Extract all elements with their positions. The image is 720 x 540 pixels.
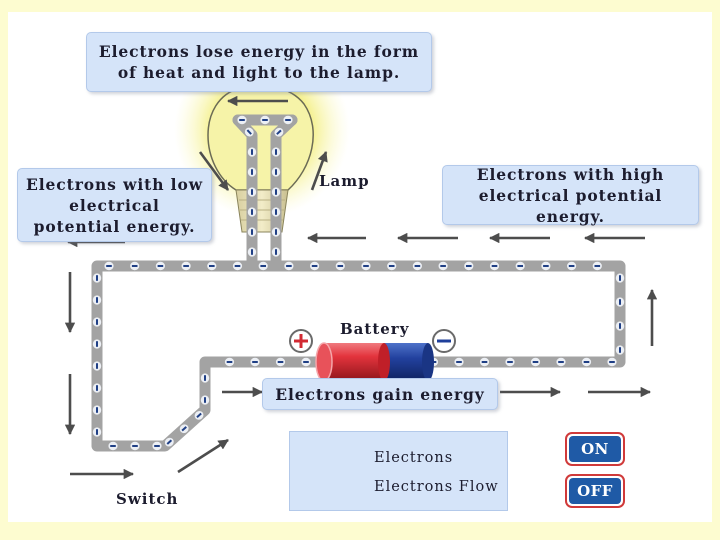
- electron-marker: [152, 441, 162, 451]
- electron-marker: [130, 441, 140, 451]
- electron-marker: [505, 357, 515, 367]
- flow-arrow-icon: [198, 151, 230, 191]
- electron-marker: [232, 261, 243, 271]
- electron-marker: [284, 261, 294, 271]
- electron-marker: [155, 261, 165, 271]
- electron-marker: [200, 373, 210, 383]
- electron-marker: [530, 357, 541, 367]
- electron-marker: [164, 437, 174, 447]
- off-button[interactable]: OFF: [565, 474, 625, 508]
- electron-marker: [271, 167, 281, 177]
- battery: [315, 342, 434, 382]
- electron-marker: [412, 261, 422, 271]
- electron-marker: [224, 357, 235, 367]
- electron-marker: [179, 424, 189, 434]
- electron-marker: [271, 187, 281, 197]
- electron-marker: [258, 261, 268, 271]
- lamp-label: Lamp: [319, 172, 370, 190]
- electron-marker: [515, 261, 525, 271]
- electron-marker: [247, 187, 257, 197]
- electron-marker: [607, 357, 617, 367]
- electron-marker: [274, 127, 284, 137]
- flow-arrows: [64, 95, 658, 480]
- negative-terminal-icon: [432, 329, 456, 353]
- electron-marker: [361, 261, 371, 271]
- electron-marker: [271, 147, 281, 157]
- electron-marker: [615, 345, 625, 355]
- electron-marker: [310, 261, 320, 271]
- flow-arrow-icon: [310, 151, 328, 191]
- electron-marker: [275, 357, 286, 367]
- electron-marker: [283, 115, 293, 125]
- legend-flow-label: Electrons Flow: [374, 479, 499, 495]
- electron-marker: [464, 261, 474, 271]
- electron-marker: [271, 207, 281, 217]
- electron-marker: [247, 147, 257, 157]
- lamp-energy-callout: Electrons lose energy in the form of hea…: [86, 32, 432, 92]
- electron-marker: [237, 115, 247, 125]
- switch-label: Switch: [116, 490, 179, 508]
- battery-label: Battery: [340, 320, 410, 338]
- high-potential-callout: Electrons with high electrical potential…: [442, 165, 699, 226]
- battery-red-cell: [324, 343, 384, 381]
- electron-marker: [271, 227, 281, 237]
- electron-marker: [567, 261, 577, 271]
- electron-marker: [247, 167, 257, 177]
- electron-marker: [271, 247, 281, 257]
- electron-marker: [194, 410, 204, 420]
- electron-marker: [92, 427, 102, 437]
- electron-marker: [130, 261, 140, 271]
- electron-marker: [247, 207, 257, 217]
- electron-marker: [108, 441, 118, 451]
- electron-marker: [387, 261, 397, 271]
- positive-terminal-icon: [289, 329, 313, 353]
- electron-marker: [92, 339, 102, 349]
- electron-marker: [247, 227, 257, 237]
- electron-marker: [556, 357, 566, 367]
- off-button-label: OFF: [569, 478, 621, 504]
- electron-marker: [92, 383, 102, 393]
- electron-marker: [104, 261, 114, 271]
- electron-marker: [247, 247, 257, 257]
- electron-marker: [260, 115, 270, 125]
- legend-box: Electrons Electrons Flow: [289, 431, 508, 511]
- electron-marker: [581, 357, 592, 367]
- electron-marker: [244, 127, 254, 137]
- electron-marker: [615, 321, 625, 331]
- electron-marker: [489, 261, 500, 271]
- legend-electrons-label: Electrons: [374, 450, 454, 466]
- electron-marker: [92, 295, 102, 305]
- electron-marker: [479, 357, 490, 367]
- electron-marker: [92, 317, 102, 327]
- electron-marker: [92, 273, 102, 283]
- electron-marker: [541, 261, 551, 271]
- flow-arrow-icon: [177, 438, 229, 474]
- electron-marker: [250, 357, 260, 367]
- on-button-label: ON: [569, 436, 621, 462]
- electron-marker: [92, 361, 102, 371]
- electron-marker: [615, 297, 625, 307]
- electron-marker: [615, 273, 625, 283]
- electron-marker: [335, 261, 345, 271]
- electron-marker: [181, 261, 191, 271]
- electron-marker: [454, 357, 464, 367]
- gain-energy-callout: Electrons gain energy: [262, 378, 498, 410]
- low-potential-callout: Electrons with low electrical potential …: [17, 168, 212, 242]
- electron-marker: [207, 261, 217, 271]
- electron-marker: [438, 261, 448, 271]
- electron-marker: [592, 261, 602, 271]
- electron-marker: [301, 357, 311, 367]
- electron-marker: [200, 395, 210, 405]
- on-button[interactable]: ON: [565, 432, 625, 466]
- electron-markers: [92, 115, 625, 451]
- electron-marker: [92, 405, 102, 415]
